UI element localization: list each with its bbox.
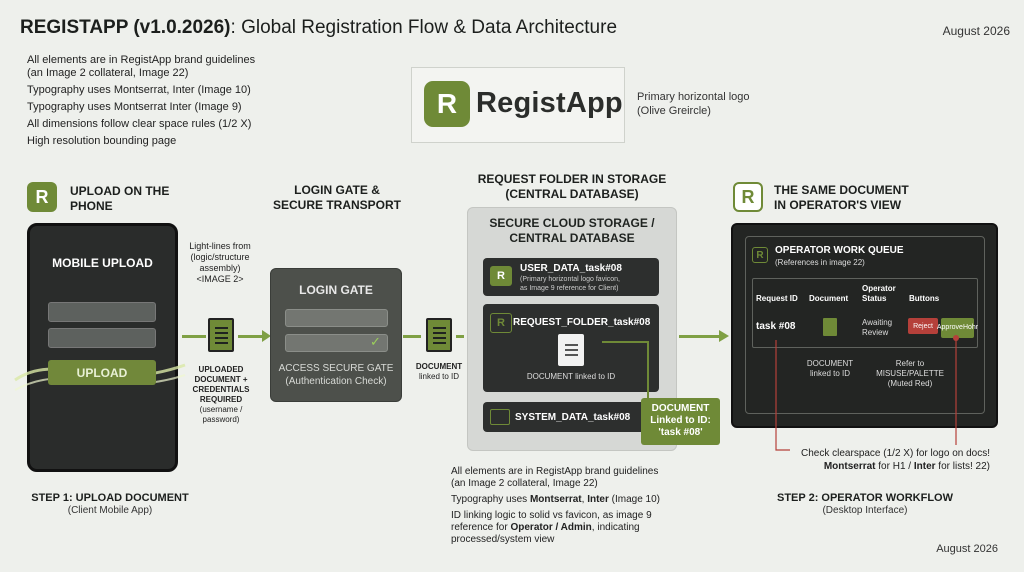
step1-subtitle: (Client Mobile App)	[67, 505, 153, 516]
login-gate-title: LOGIN GATE	[299, 283, 373, 297]
col-request-id: Request ID	[756, 294, 798, 303]
note-line: Typography uses Montserrat, Inter (Image…	[451, 494, 660, 505]
logo-mark-icon: R	[424, 81, 470, 127]
date-label: August 2026	[942, 24, 1010, 38]
folder-icon	[490, 409, 510, 425]
upload-button[interactable]: UPLOAD	[48, 360, 156, 385]
document-icon	[426, 318, 452, 352]
logo-wordmark: RegistApp	[476, 87, 623, 119]
bottom-notes: All elements are in RegistApp brand guid…	[451, 466, 691, 550]
flow-arrow	[238, 335, 264, 338]
step2-subtitle: (Desktop Interface)	[822, 505, 908, 516]
arrow-head	[719, 330, 729, 342]
document-icon	[558, 334, 584, 366]
user-folder-name: USER_DATA_task#08	[520, 263, 622, 274]
date-label-bottom: August 2026	[936, 543, 998, 555]
user-folder-note: (Primary horizontal logo favicon,as Imag…	[520, 276, 620, 292]
queue-table	[752, 278, 978, 348]
flow-arrow	[403, 335, 421, 338]
gate-password-field[interactable]	[285, 334, 388, 352]
phone-title: MOBILE UPLOAD	[52, 256, 153, 270]
reject-button[interactable]: Reject	[908, 318, 938, 334]
upload-section-icon: R	[27, 182, 57, 212]
flow-arrow	[456, 335, 464, 338]
note-line: High resolution bounding page	[27, 135, 177, 147]
annotation-lines	[775, 335, 959, 451]
logo-note: Primary horizontal logo(Olive Greircle)	[637, 91, 750, 117]
login-section-heading: LOGIN GATE &SECURE TRANSPORT	[272, 183, 401, 212]
note-line: ID linking logic to solid vs favicon, as…	[451, 510, 652, 545]
top-notes: All elements are in RegistApp brand guid…	[27, 54, 255, 152]
clearspace-note: Check clearspace (1/2 X) for logo on doc…	[801, 448, 990, 472]
note-line: Typography uses Montserrat, Inter (Image…	[27, 84, 251, 96]
user-data-folder[interactable]	[483, 258, 659, 296]
queue-subtitle: (References in image 22)	[775, 258, 865, 267]
queue-title: OPERATOR WORK QUEUE	[775, 245, 904, 256]
system-folder-name: SYSTEM_DATA_task#08	[515, 412, 631, 423]
operator-queue-panel	[745, 236, 985, 414]
note-line: All elements are in RegistApp brand guid…	[27, 54, 256, 79]
request-folder-name: REQUEST_FOLDER_task#08	[513, 317, 651, 328]
password-field[interactable]	[48, 328, 156, 348]
storage-title: SECURE CLOUD STORAGE /CENTRAL DATABASE	[489, 216, 655, 245]
gate-username-field[interactable]	[285, 309, 388, 327]
row-request-id[interactable]: task #08	[756, 321, 796, 332]
storage-section-heading: REQUEST FOLDER IN STORAGE(CENTRAL DATABA…	[477, 172, 667, 201]
username-field[interactable]	[48, 302, 156, 322]
col-document: Document	[809, 294, 849, 303]
gate-subtitle: ACCESS SECURE GATE(Authentication Check)	[278, 363, 394, 387]
page-title: REGISTAPP (v1.0.2026): Global Registrati…	[20, 17, 618, 38]
note-line: Typography uses Montserrat Inter (Image …	[27, 101, 242, 113]
col-buttons: Buttons	[909, 294, 940, 303]
step2-title: STEP 2: OPERATOR WORKFLOW	[776, 492, 953, 504]
arrow-head	[262, 330, 271, 342]
request-doc-caption: DOCUMENT linked to ID	[526, 372, 616, 381]
note-line: All elements are in RegistApp brand guid…	[451, 466, 659, 489]
note-line: All dimensions follow clear space rules …	[27, 118, 252, 130]
callout-connector	[602, 341, 649, 398]
favicon-icon: R	[752, 247, 768, 263]
document-icon	[208, 318, 234, 352]
flow-arrow	[182, 335, 206, 338]
system-data-folder[interactable]	[483, 402, 659, 432]
folder-icon: R	[490, 313, 512, 333]
favicon-icon: R	[490, 266, 512, 286]
step1-title: STEP 1: UPLOAD DOCUMENT	[31, 492, 189, 504]
document-icon[interactable]	[823, 318, 837, 336]
operator-section-icon: R	[733, 182, 763, 212]
check-icon: ✓	[370, 334, 381, 349]
flow-arrow	[679, 335, 721, 338]
